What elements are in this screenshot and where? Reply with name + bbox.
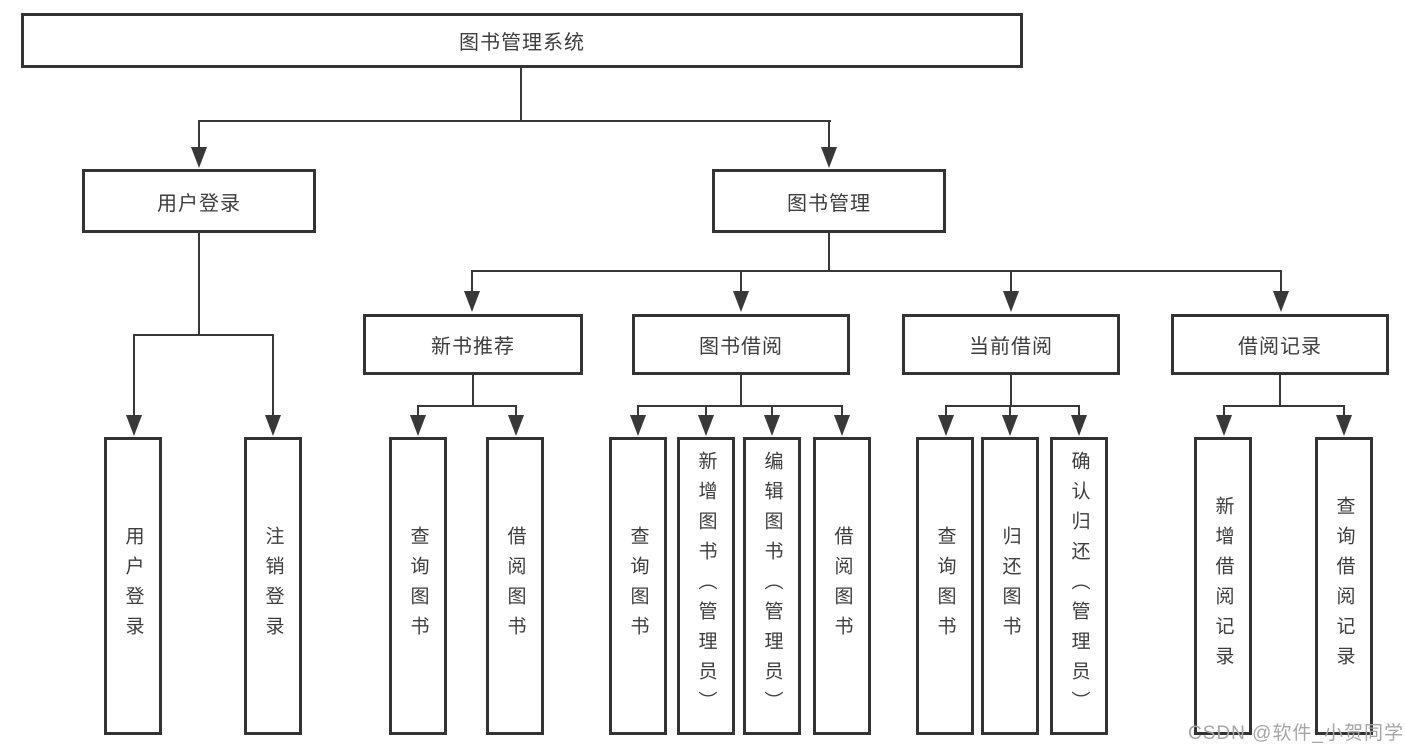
connector-line <box>1078 405 1080 417</box>
arrow-down-icon <box>508 415 524 436</box>
node-new-book-recommend: 新书推荐 <box>363 314 583 375</box>
connector-line <box>472 374 474 407</box>
arrow-down-icon <box>410 415 426 436</box>
leaf-edit-books-admin: 编辑图书（管理员） <box>743 437 801 735</box>
leaf-label: 查询图书 <box>627 526 649 646</box>
arrow-down-icon <box>834 415 850 436</box>
connector-line <box>1343 405 1345 417</box>
node-current-borrow: 当前借阅 <box>902 314 1120 375</box>
connector-line <box>1010 270 1012 293</box>
connector-line <box>1223 405 1225 417</box>
node-borrow-records: 借阅记录 <box>1171 314 1389 375</box>
connector-line <box>133 334 135 418</box>
arrow-down-icon <box>1003 291 1019 312</box>
arrow-down-icon <box>126 415 142 436</box>
connector-line <box>417 405 419 417</box>
connector-line <box>1009 405 1011 417</box>
leaf-label: 借阅图书 <box>831 526 853 646</box>
arrow-down-icon <box>764 415 780 436</box>
connector-line <box>515 405 517 417</box>
arrow-down-icon <box>821 147 837 168</box>
connector-line <box>133 334 274 336</box>
leaf-label: 注销登录 <box>262 526 284 646</box>
connector-line <box>417 405 517 407</box>
leaf-label: 查询图书 <box>934 526 956 646</box>
leaf-borrow-books-recommend: 借阅图书 <box>486 437 544 735</box>
connector-line <box>828 233 830 272</box>
leaf-user-login: 用户登录 <box>104 437 162 735</box>
leaf-return-books: 归还图书 <box>981 437 1039 735</box>
leaf-confirm-return-admin: 确认归还（管理员） <box>1050 437 1108 735</box>
connector-line <box>471 270 1282 272</box>
leaf-label: 查询图书 <box>407 526 429 646</box>
arrow-down-icon <box>630 415 646 436</box>
connector-line <box>1280 270 1282 293</box>
arrow-down-icon <box>1071 415 1087 436</box>
node-label: 图书管理 <box>787 192 871 215</box>
arrow-down-icon <box>733 291 749 312</box>
arrow-down-icon <box>191 147 207 168</box>
connector-line <box>198 120 831 122</box>
arrow-down-icon <box>1216 415 1232 436</box>
connector-line <box>272 334 274 418</box>
leaf-label: 新增借阅记录 <box>1212 496 1234 676</box>
leaf-query-books-current: 查询图书 <box>916 437 974 735</box>
connector-line <box>637 405 639 417</box>
connector-line <box>945 405 947 417</box>
leaf-label: 归还图书 <box>999 526 1021 646</box>
node-label: 当前借阅 <box>969 336 1053 358</box>
leaf-add-books-admin: 新增图书（管理员） <box>677 437 735 735</box>
arrow-down-icon <box>938 415 954 436</box>
connector-line <box>1279 374 1281 407</box>
leaf-label: 新增图书（管理员） <box>695 451 717 721</box>
arrow-down-icon <box>1273 291 1289 312</box>
leaf-label: 确认归还（管理员） <box>1068 451 1090 721</box>
connector-line <box>1010 374 1012 407</box>
node-library-system: 图书管理系统 <box>21 13 1023 68</box>
leaf-label: 查询借阅记录 <box>1333 496 1355 676</box>
connector-line <box>198 120 200 150</box>
node-label: 用户登录 <box>157 192 241 215</box>
arrow-down-icon <box>265 415 281 436</box>
csdn-watermark: CSDN @软件_小贺同学 <box>1188 723 1404 744</box>
connector-line <box>471 270 473 293</box>
connector-line <box>771 405 773 417</box>
node-book-management: 图书管理 <box>712 169 946 233</box>
arrow-down-icon <box>1002 415 1018 436</box>
leaf-label: 用户登录 <box>122 526 144 646</box>
arrow-down-icon <box>464 291 480 312</box>
node-user-login: 用户登录 <box>82 169 316 233</box>
leaf-logout: 注销登录 <box>244 437 302 735</box>
connector-line <box>198 232 200 336</box>
node-label: 图书借阅 <box>699 336 783 358</box>
leaf-label: 借阅图书 <box>504 526 526 646</box>
arrow-down-icon <box>1336 415 1352 436</box>
connector-line <box>705 405 707 417</box>
arrow-down-icon <box>698 415 714 436</box>
connector-line <box>841 405 843 417</box>
connector-line <box>828 120 830 150</box>
node-label: 图书管理系统 <box>459 32 585 54</box>
node-book-borrow: 图书借阅 <box>632 314 850 375</box>
leaf-query-borrow-record: 查询借阅记录 <box>1315 437 1373 735</box>
connector-line <box>1223 405 1345 407</box>
leaf-label: 编辑图书（管理员） <box>761 451 783 721</box>
leaf-add-borrow-record: 新增借阅记录 <box>1194 437 1252 735</box>
connector-line <box>637 405 843 407</box>
node-label: 新书推荐 <box>431 336 515 358</box>
node-label: 借阅记录 <box>1238 336 1322 358</box>
connector-line <box>520 67 522 122</box>
connector-line <box>740 374 742 407</box>
connector-line <box>740 270 742 293</box>
leaf-query-books-recommend: 查询图书 <box>389 437 447 735</box>
leaf-borrow-books: 借阅图书 <box>813 437 871 735</box>
leaf-query-books-borrow: 查询图书 <box>609 437 667 735</box>
connector-line <box>945 405 1080 407</box>
